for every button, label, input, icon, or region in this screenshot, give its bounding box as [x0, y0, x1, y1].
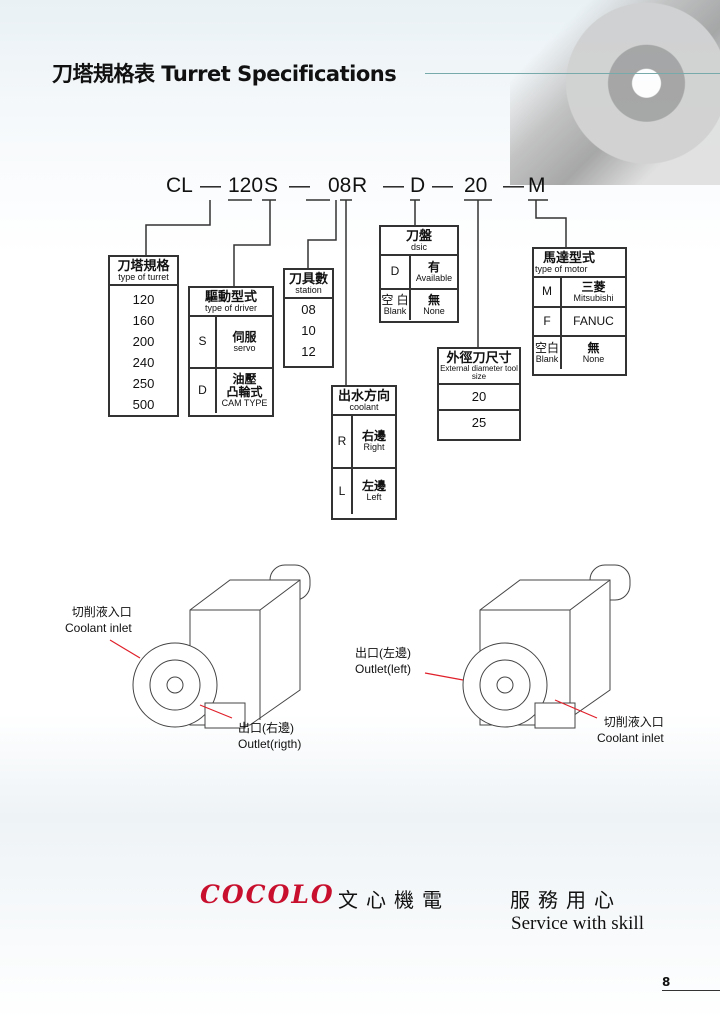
value: 120 — [132, 292, 155, 308]
label-en: Outlet(rigth) — [238, 736, 302, 751]
option-zh: 三菱 — [581, 279, 606, 294]
value: 08 — [301, 302, 316, 318]
option-en: Available — [415, 272, 453, 283]
key: F — [534, 308, 562, 336]
header-zh: 外徑刀尺寸 — [446, 350, 512, 365]
key-en: Blank — [383, 305, 407, 316]
key: D — [381, 256, 411, 289]
label-zh: 切削液入口 — [603, 715, 664, 729]
option-zh: 左邊 — [361, 479, 386, 494]
key: R — [333, 416, 353, 468]
value: 250 — [132, 376, 155, 392]
turret-drawing-left — [132, 564, 311, 729]
code-motor: M — [528, 174, 546, 197]
value: 500 — [132, 397, 155, 413]
key: D — [190, 369, 217, 414]
option-en: CAM TYPE — [221, 398, 268, 409]
left-outlet-label: 出口(右邊)Outlet(rigth) — [238, 721, 301, 752]
code-dash: — — [383, 174, 404, 197]
value: 200 — [132, 334, 155, 350]
header-zh: 出水方向 — [337, 388, 390, 403]
code-turret: 120 — [228, 174, 264, 197]
turret-drawings — [109, 564, 631, 729]
code-dash: — — [200, 174, 221, 197]
key: M — [534, 278, 562, 307]
option-zh: 無 — [587, 340, 600, 355]
option-zh: 右邊 — [361, 429, 386, 444]
option-en: Right — [363, 442, 385, 453]
label-en: Outlet(left) — [355, 661, 412, 676]
header-en: External diameter tool size — [440, 363, 518, 382]
connector-lines — [145, 199, 567, 385]
turret-drawing-right — [462, 564, 631, 729]
page-number: 8 — [662, 975, 671, 989]
label-zh: 出口(左邊) — [355, 646, 411, 660]
header-zh: 刀具數 — [288, 271, 328, 286]
code-dash: — — [503, 174, 524, 197]
brand-logo: COCOLO — [200, 880, 335, 909]
label-en: Coolant inlet — [597, 730, 664, 745]
header-zh: 馬達型式 — [543, 250, 596, 265]
key-en: Blank — [535, 353, 559, 364]
header-zh: 驅動型式 — [204, 289, 257, 304]
value: 25 — [471, 415, 487, 431]
code-coolant: R — [352, 174, 368, 197]
header-en: coolant — [349, 401, 379, 412]
option-en: FANUC — [573, 313, 614, 328]
right-outlet-label: 出口(左邊)Outlet(left) — [355, 646, 411, 677]
code-disc: D — [410, 174, 426, 197]
company-name: 文心機電 — [338, 888, 450, 912]
header-zh: 刀盤 — [405, 228, 432, 243]
code-station: 08 — [328, 174, 352, 197]
header-zh: 刀塔規格 — [117, 258, 170, 273]
title-rule — [425, 73, 720, 74]
option-zh: 有 — [427, 259, 440, 274]
value: 12 — [301, 344, 316, 360]
slogan-en: Service with skill — [511, 913, 644, 934]
page-title: 刀塔規格表 Turret Specifications — [52, 62, 397, 86]
key: S — [190, 317, 217, 368]
option-zh: 伺服 — [232, 329, 257, 344]
header-en: type of turret — [118, 271, 169, 282]
slogan-zh: 服務用心 — [510, 888, 622, 912]
option-en: None — [423, 305, 445, 316]
key: 空 白 — [381, 292, 409, 307]
turret-photo — [510, 0, 720, 185]
option-en: Mitsubishi — [573, 292, 614, 303]
header-en: dsic — [410, 241, 427, 252]
label-zh: 出口(右邊) — [238, 721, 294, 735]
label-zh: 切削液入口 — [71, 605, 132, 619]
value: 20 — [439, 385, 519, 412]
code-cl: CL — [166, 174, 193, 197]
option-en: None — [582, 353, 605, 364]
code-dash: — — [289, 174, 310, 197]
page-rule — [662, 990, 720, 991]
value: 240 — [132, 355, 155, 371]
value: 10 — [301, 323, 316, 339]
code-driver: S — [264, 174, 279, 197]
header-en: station — [295, 284, 322, 295]
value: 160 — [132, 313, 155, 329]
header-en: type of motor — [535, 263, 588, 274]
option-zh: 油壓 凸輪式 — [226, 371, 263, 400]
key: 空白 — [534, 340, 559, 355]
key: L — [333, 469, 353, 515]
label-en: Coolant inlet — [65, 620, 132, 635]
option-en: Left — [366, 492, 382, 503]
option-zh: 無 — [427, 292, 440, 307]
header-en: type of driver — [204, 302, 258, 313]
code-tool: 20 — [464, 174, 488, 197]
option-en: servo — [233, 342, 256, 353]
code-dash: — — [432, 174, 453, 197]
